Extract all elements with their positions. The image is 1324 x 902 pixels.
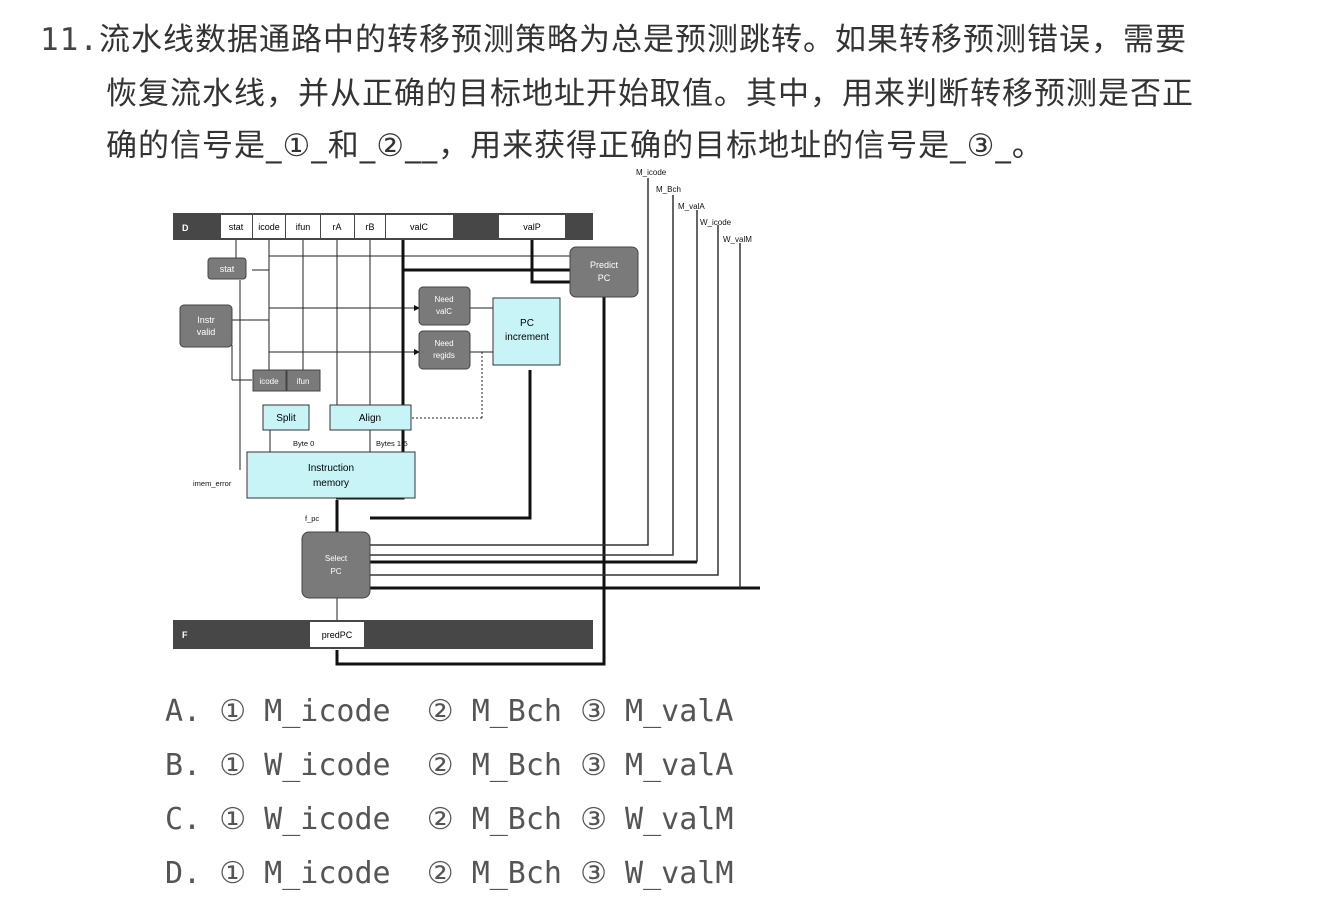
question-number: 11. xyxy=(40,22,99,58)
f-stage-label: F xyxy=(182,630,188,640)
question-text-2: 恢复流水线，并从正确的目标地址开始取值。其中，用来判断转移预测是否正 xyxy=(106,76,1194,112)
pc-increment-label-2: increment xyxy=(505,332,549,343)
d-stage-label: D xyxy=(182,223,189,233)
d-field-valc: valC xyxy=(410,222,429,232)
align-block: Align xyxy=(329,404,412,431)
signal-labels: M_icode M_Bch M_valA W_icode W_valM xyxy=(636,168,752,244)
choice-c-opt1: W_icode xyxy=(264,802,391,837)
need-valc-label-2: valC xyxy=(436,307,452,316)
thick-wires xyxy=(335,240,760,666)
choice-b-opt1: W_icode xyxy=(264,748,391,783)
imem-error-label: imem_error xyxy=(193,479,232,488)
marker-1: ① xyxy=(219,856,247,891)
instruction-memory-label-1: Instruction xyxy=(308,463,354,474)
icode-block-label: icode xyxy=(259,377,279,386)
choice-d: D. ① M_icode ② M_Bch ③ W_valM xyxy=(165,856,733,891)
predict-pc-label-1: Predict xyxy=(590,260,619,270)
marker-2: ② xyxy=(426,802,454,837)
f-field-predpc: predPC xyxy=(322,630,353,640)
choice-a: A. ① M_icode ② M_Bch ③ M_valA xyxy=(165,694,733,729)
d-field-icode: icode xyxy=(258,222,280,232)
predict-pc-block: Predict PC xyxy=(569,246,639,298)
question-text-3: 确的信号是_①_和_②__，用来获得正确的目标地址的信号是_③_。 xyxy=(106,128,1044,164)
byte0-label: Byte 0 xyxy=(293,439,314,448)
split-block: Split xyxy=(262,404,310,431)
split-label: Split xyxy=(276,413,296,424)
question-text-1: 流水线数据通路中的转移预测策略为总是预测跳转。如果转移预测错误，需要 xyxy=(99,22,1187,58)
signal-w-icode: W_icode xyxy=(700,218,732,227)
instruction-memory-label-2: memory xyxy=(313,478,349,489)
choice-c-letter: C. xyxy=(165,802,202,837)
select-pc-block: Select PC xyxy=(301,531,371,599)
icode-block: icode xyxy=(252,369,287,392)
choice-b-opt3: M_valA xyxy=(625,748,734,783)
instruction-memory-block: Instruction memory xyxy=(246,451,416,499)
f-pc-label: f_pc xyxy=(305,514,319,523)
marker-2: ② xyxy=(426,856,454,891)
marker-3: ③ xyxy=(580,694,607,729)
d-field-ra: rA xyxy=(333,222,342,232)
marker-1: ① xyxy=(219,748,247,783)
choice-a-letter: A. xyxy=(165,694,202,729)
pc-increment-block: PC increment xyxy=(492,297,561,366)
choice-a-opt3: M_valA xyxy=(625,694,734,729)
marker-1: ① xyxy=(219,694,247,729)
d-field-rb: rB xyxy=(366,222,375,232)
signal-w-valm: W_valM xyxy=(723,235,752,244)
align-label: Align xyxy=(359,413,381,424)
need-regids-block: Need regids xyxy=(418,330,471,370)
choice-d-opt3: W_valM xyxy=(625,856,734,891)
marker-3: ③ xyxy=(580,802,607,837)
marker-2: ② xyxy=(426,694,454,729)
pc-increment-label-1: PC xyxy=(520,318,534,329)
predict-pc-label-2: PC xyxy=(598,273,611,283)
stat-block: stat xyxy=(207,257,247,280)
choice-a-opt1: M_icode xyxy=(264,694,391,729)
d-stage-register: D stat icode ifun rA rB valC valP xyxy=(173,213,593,240)
choice-c-opt2: M_Bch xyxy=(471,802,562,837)
bytes15-label: Bytes 1-5 xyxy=(376,439,408,448)
choice-d-opt1: M_icode xyxy=(264,856,391,891)
instr-valid-block: Instr valid xyxy=(179,304,233,348)
question-line-3: 确的信号是_①_和_②__，用来获得正确的目标地址的信号是_③_。 xyxy=(106,120,1044,165)
instr-valid-label-1: Instr xyxy=(197,315,215,325)
stat-block-label: stat xyxy=(220,264,235,274)
ifun-block-label: ifun xyxy=(297,377,310,386)
question-line-2: 恢复流水线，并从正确的目标地址开始取值。其中，用来判断转移预测是否正 xyxy=(106,68,1194,113)
marker-2: ② xyxy=(426,748,454,783)
d-field-ifun: ifun xyxy=(296,222,311,232)
signal-m-bch: M_Bch xyxy=(656,185,681,194)
wire-labels: Byte 0 Bytes 1-5 imem_error f_pc xyxy=(193,439,408,523)
need-regids-label-1: Need xyxy=(434,339,453,348)
choice-c: C. ① W_icode ② M_Bch ③ W_valM xyxy=(165,802,733,837)
external-signal-wires xyxy=(370,178,741,588)
need-valc-block: Need valC xyxy=(418,286,471,326)
choice-b-letter: B. xyxy=(165,748,202,783)
marker-3: ③ xyxy=(580,748,607,783)
need-regids-label-2: regids xyxy=(433,351,455,360)
d-field-valp: valP xyxy=(523,222,541,232)
signal-m-vala: M_valA xyxy=(678,202,705,211)
instr-valid-label-2: valid xyxy=(197,327,216,337)
select-pc-label-1: Select xyxy=(325,554,348,563)
marker-3: ③ xyxy=(580,856,607,891)
choice-b: B. ① W_icode ② M_Bch ③ M_valA xyxy=(165,748,733,783)
choice-b-opt2: M_Bch xyxy=(471,748,562,783)
ifun-block: ifun xyxy=(286,369,321,392)
choice-d-opt2: M_Bch xyxy=(471,856,562,891)
d-field-stat: stat xyxy=(229,222,244,232)
need-valc-label-1: Need xyxy=(434,295,453,304)
choice-c-opt3: W_valM xyxy=(625,802,734,837)
f-stage-register: F predPC xyxy=(173,620,593,649)
choice-d-letter: D. xyxy=(165,856,202,891)
question-line-1: 11.流水线数据通路中的转移预测策略为总是预测跳转。如果转移预测错误，需要 xyxy=(40,14,1187,59)
choice-a-opt2: M_Bch xyxy=(471,694,562,729)
select-pc-label-2: PC xyxy=(330,567,341,576)
marker-1: ① xyxy=(219,802,247,837)
signal-m-icode: M_icode xyxy=(636,168,667,177)
